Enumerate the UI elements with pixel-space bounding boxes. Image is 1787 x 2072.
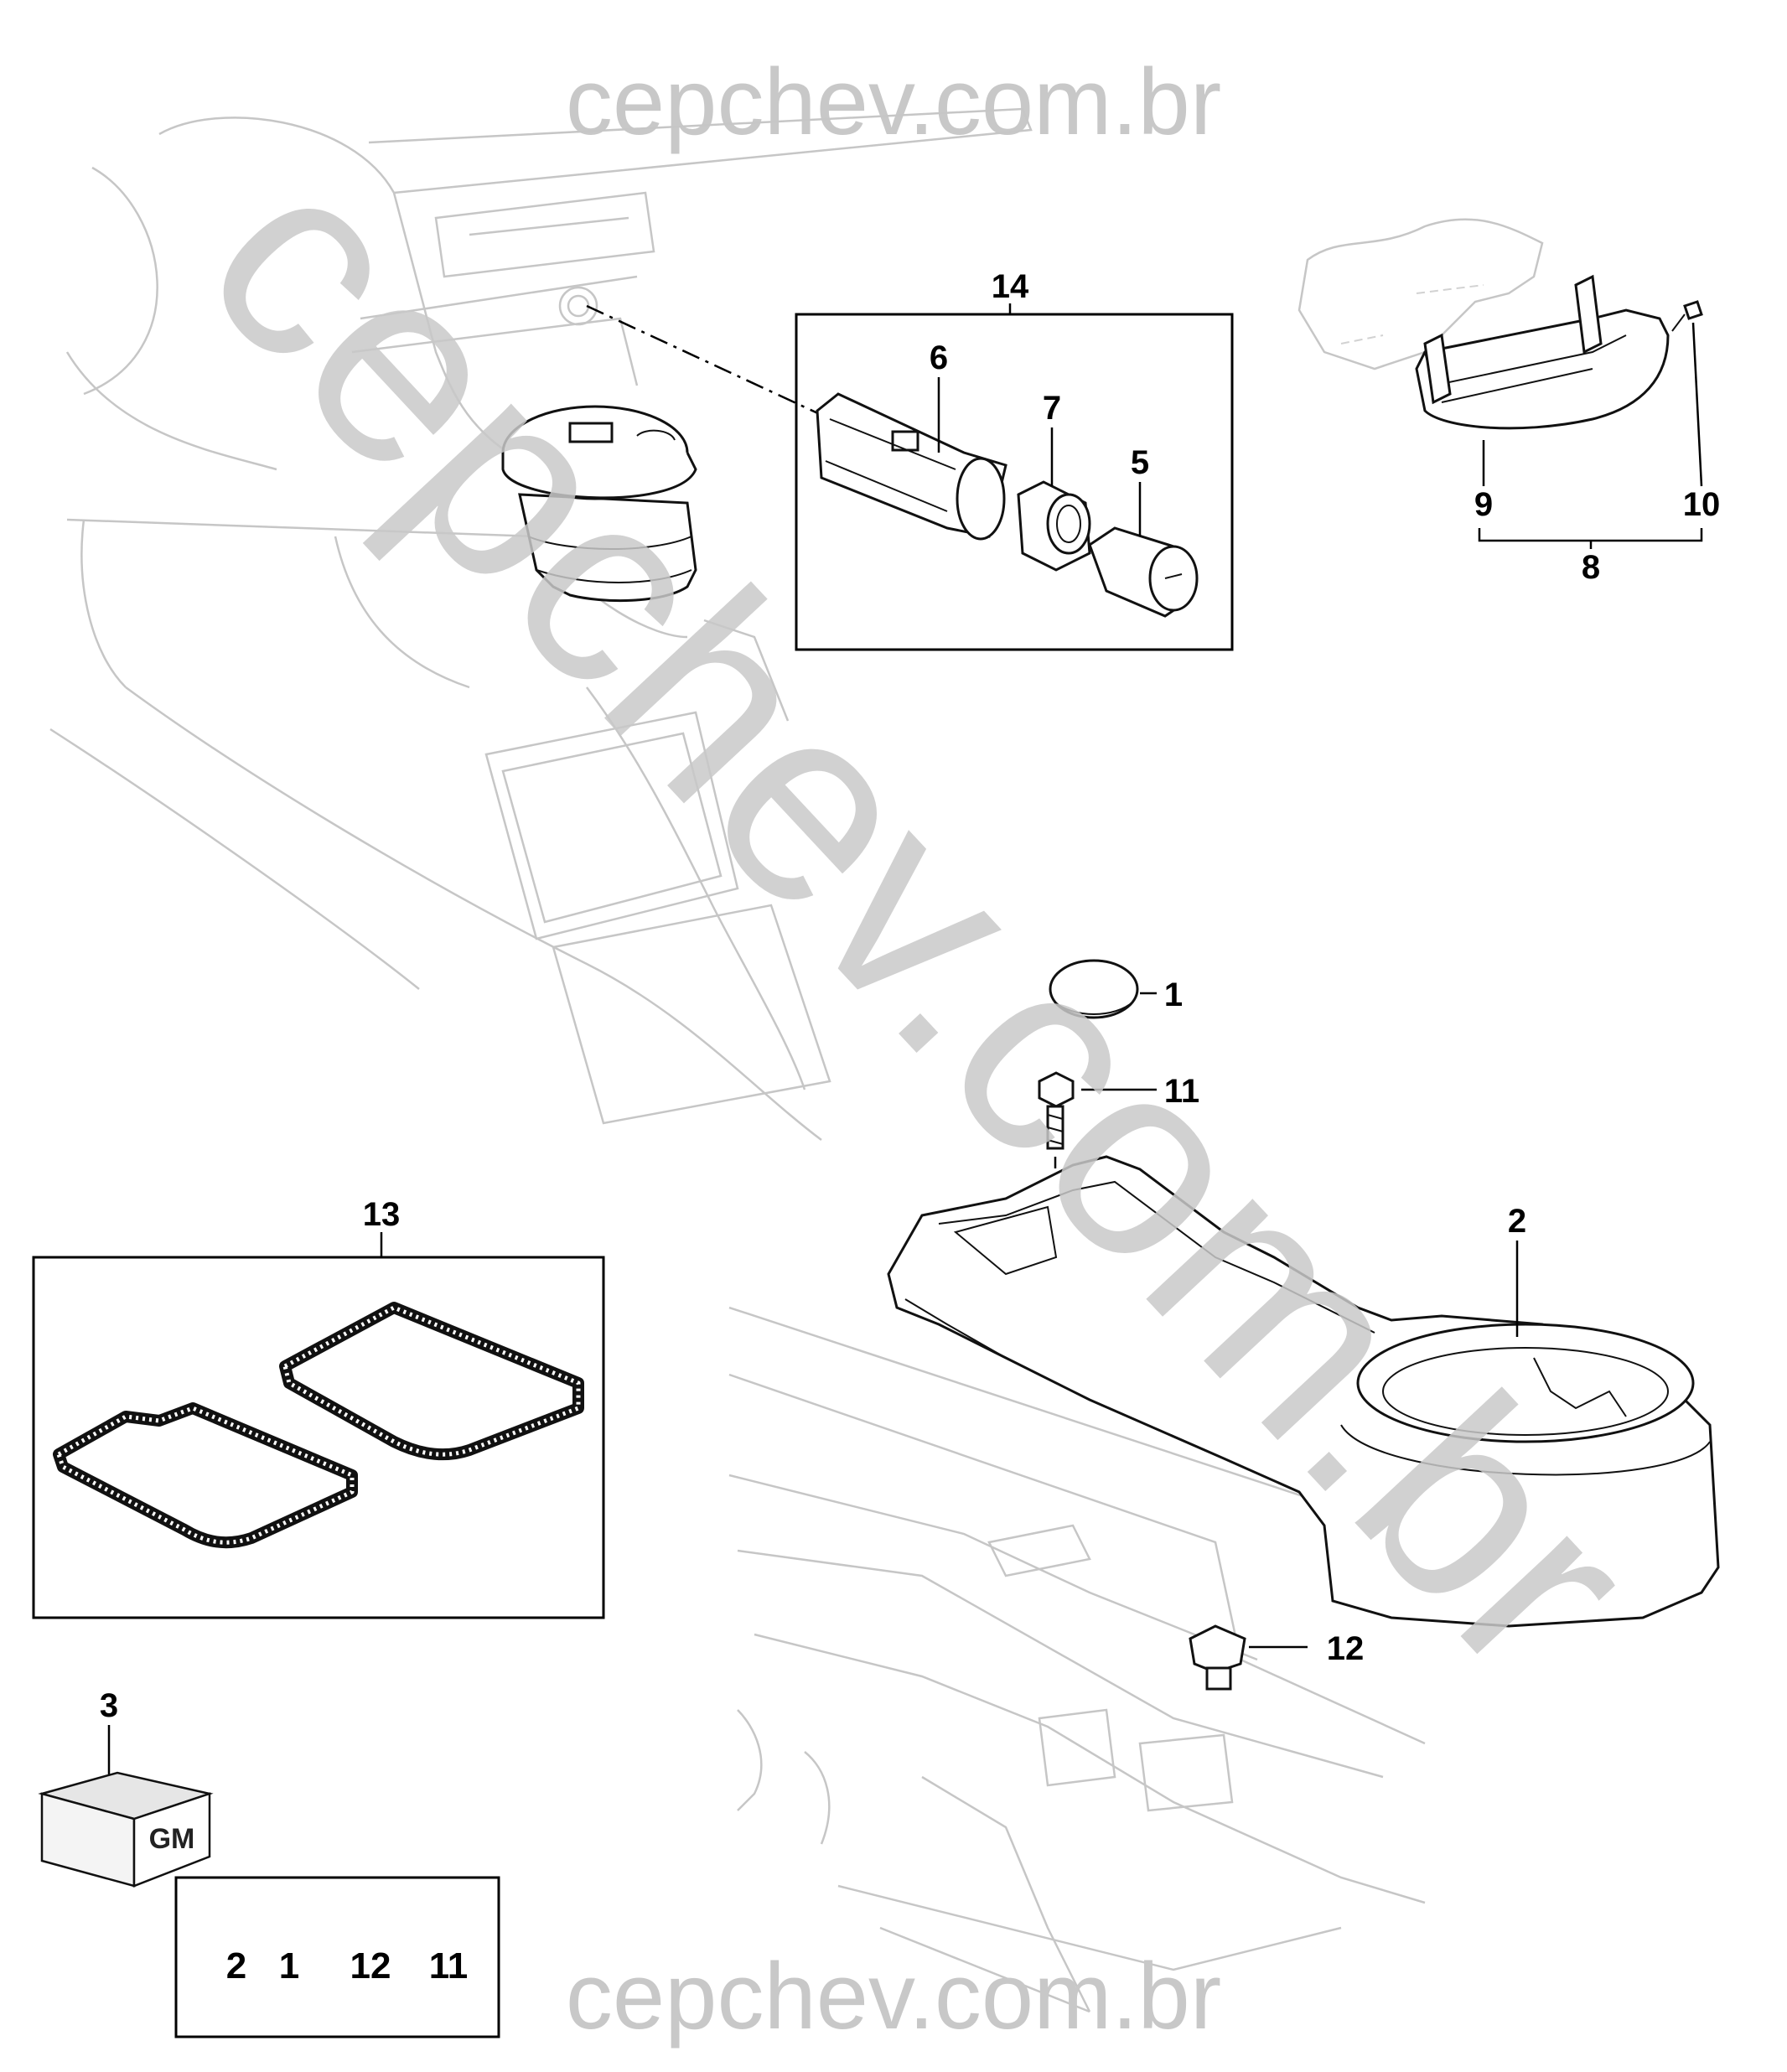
- kit-item-3: 12: [350, 1945, 391, 1987]
- callout-3: 3: [100, 1687, 118, 1724]
- callout-12: 12: [1327, 1630, 1365, 1667]
- bolt-11: [1038, 1071, 1075, 1150]
- watermark-top: cepchev.com.br: [566, 49, 1221, 154]
- lighter-socket-6: [816, 392, 1007, 541]
- kit-item-4: 11: [429, 1945, 469, 1987]
- callout-11: 11: [1164, 1073, 1199, 1110]
- mounting-leader: [586, 304, 822, 417]
- lighter-kit-box: [795, 313, 1234, 651]
- bracket-ghost: [1298, 218, 1544, 370]
- gasket-kit-box: [32, 1256, 605, 1619]
- callout-9: 9: [1474, 486, 1493, 523]
- gasket-front: [53, 1402, 358, 1549]
- callout-10: 10: [1683, 486, 1721, 523]
- callout-2: 2: [1508, 1203, 1526, 1240]
- callout-14: 14: [992, 268, 1029, 305]
- svg-text:GM: GM: [149, 1823, 195, 1855]
- watermark-bottom: cepchev.com.br: [566, 1944, 1221, 2049]
- callout-5: 5: [1131, 444, 1149, 481]
- kit-box-icon: GM: [38, 1771, 214, 1888]
- callout-7: 7: [1043, 390, 1061, 427]
- ashtray-cup: [501, 405, 697, 603]
- gasket-rear: [279, 1302, 584, 1461]
- callout-13: 13: [363, 1196, 401, 1233]
- group-bracket-8: [1478, 528, 1703, 542]
- cap-1: [1049, 959, 1139, 1019]
- callout-1: 1: [1164, 976, 1183, 1013]
- callout-8: 8: [1582, 549, 1600, 586]
- console-2: [887, 1155, 1720, 1628]
- lighter-ring-7: [1017, 480, 1091, 572]
- ashtray-bracket-9: [1415, 274, 1670, 430]
- clip-12: [1189, 1624, 1246, 1691]
- kit-contents-box: [174, 1876, 500, 2038]
- kit-item-1: 2: [226, 1945, 246, 1987]
- kit-item-2: 1: [279, 1945, 299, 1987]
- callout-6: 6: [930, 339, 948, 376]
- screw-10: [1671, 300, 1703, 332]
- lighter-plug-5: [1088, 526, 1199, 618]
